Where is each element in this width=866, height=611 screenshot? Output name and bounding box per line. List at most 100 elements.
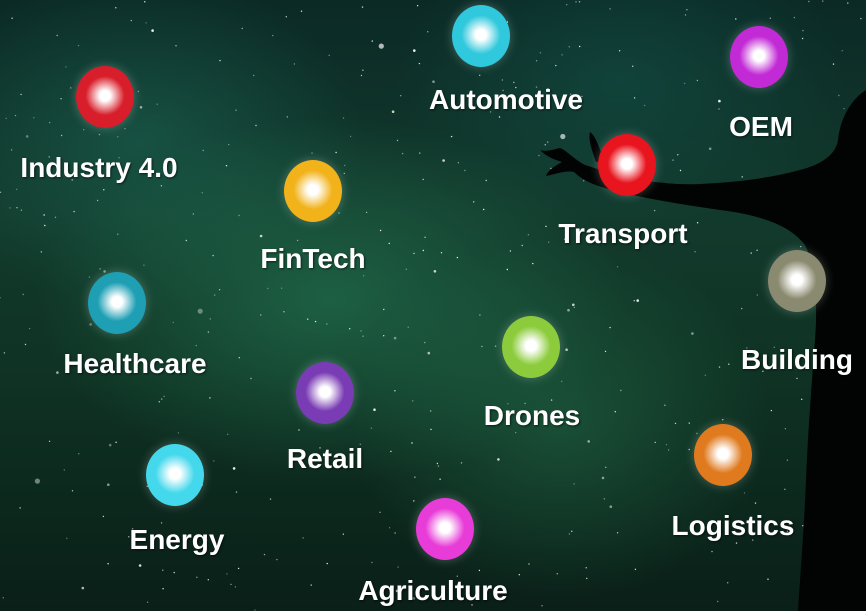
star xyxy=(226,573,228,575)
star xyxy=(96,199,99,202)
star xyxy=(202,149,204,152)
star xyxy=(801,37,804,40)
star xyxy=(413,252,415,255)
star xyxy=(667,449,670,451)
orb-retail[interactable] xyxy=(296,362,354,424)
star xyxy=(349,328,351,330)
star xyxy=(686,9,688,11)
star xyxy=(81,586,85,590)
star xyxy=(118,157,120,159)
star xyxy=(156,103,158,105)
star xyxy=(314,320,317,323)
star xyxy=(550,167,552,170)
star xyxy=(538,154,540,157)
star xyxy=(107,483,110,487)
star xyxy=(115,7,117,9)
star xyxy=(99,268,101,270)
star xyxy=(151,29,154,32)
star xyxy=(718,108,720,110)
star xyxy=(665,444,668,446)
star xyxy=(677,154,679,156)
star xyxy=(383,335,385,337)
orb-healthcare[interactable] xyxy=(88,272,146,334)
star xyxy=(567,308,570,312)
star xyxy=(414,476,416,478)
star xyxy=(684,14,687,16)
star xyxy=(298,429,300,431)
star xyxy=(413,49,416,52)
star xyxy=(378,43,384,49)
star xyxy=(546,88,550,91)
star xyxy=(556,573,558,575)
star xyxy=(604,350,607,353)
star xyxy=(360,330,362,332)
star xyxy=(0,297,1,299)
star xyxy=(437,465,440,467)
star xyxy=(674,422,677,425)
star xyxy=(767,578,769,580)
star xyxy=(283,311,285,313)
star xyxy=(263,553,266,556)
star xyxy=(185,239,187,242)
star xyxy=(163,395,165,398)
star xyxy=(711,550,713,553)
star xyxy=(583,180,585,182)
star xyxy=(636,299,639,302)
star xyxy=(146,601,149,603)
star xyxy=(427,351,431,355)
star xyxy=(614,411,616,413)
star xyxy=(48,440,51,442)
orb-building[interactable] xyxy=(768,250,826,312)
star xyxy=(750,252,752,254)
orb-fintech[interactable] xyxy=(284,160,342,222)
orb-automotive[interactable] xyxy=(452,5,510,67)
star xyxy=(609,505,613,509)
star xyxy=(370,427,373,429)
star xyxy=(195,344,197,347)
star xyxy=(160,185,163,187)
star xyxy=(581,95,583,98)
star xyxy=(24,343,27,346)
star xyxy=(25,135,29,138)
orb-drones[interactable] xyxy=(502,316,560,378)
star xyxy=(568,46,570,48)
star xyxy=(139,106,143,109)
star xyxy=(432,80,435,83)
star xyxy=(585,567,587,569)
star xyxy=(521,244,523,247)
star xyxy=(5,117,7,120)
star xyxy=(307,318,309,320)
star xyxy=(579,45,581,48)
star xyxy=(344,164,346,167)
star xyxy=(40,251,42,253)
orb-logistics[interactable] xyxy=(694,424,752,486)
star xyxy=(743,492,746,494)
orb-agriculture[interactable] xyxy=(416,498,474,560)
star xyxy=(259,234,263,238)
label-transport: Transport xyxy=(558,218,688,249)
orb-transport[interactable] xyxy=(598,134,656,196)
star xyxy=(456,256,459,259)
star xyxy=(391,110,395,113)
orb-industry-4-0[interactable] xyxy=(76,66,134,128)
star xyxy=(746,347,748,349)
star xyxy=(326,323,328,325)
star xyxy=(219,59,221,62)
star xyxy=(405,268,407,270)
star xyxy=(786,459,789,461)
star xyxy=(822,0,824,2)
star xyxy=(28,327,31,330)
star xyxy=(483,208,485,211)
star xyxy=(393,336,397,340)
star xyxy=(754,502,757,504)
star xyxy=(11,17,13,19)
star xyxy=(704,374,706,376)
star xyxy=(515,431,517,434)
star xyxy=(696,432,698,435)
star xyxy=(70,87,72,89)
orb-oem[interactable] xyxy=(730,26,788,88)
orb-energy[interactable] xyxy=(146,444,204,506)
star xyxy=(232,467,236,470)
star xyxy=(207,331,210,333)
star xyxy=(616,266,619,268)
